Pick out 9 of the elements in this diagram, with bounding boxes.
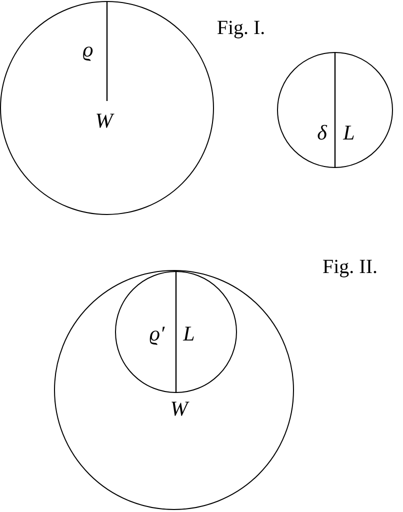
variable-label: ϱ′	[149, 324, 165, 344]
variable-label: W	[95, 110, 113, 132]
variable-label: δ	[317, 122, 327, 144]
variable-label: L	[343, 122, 355, 144]
variable-label: L	[183, 324, 195, 344]
variable-label: ϱ	[82, 40, 94, 60]
figure-label: Fig. II.	[322, 257, 378, 277]
figure-label: Fig. I.	[216, 18, 266, 38]
variable-label: W	[170, 398, 188, 420]
